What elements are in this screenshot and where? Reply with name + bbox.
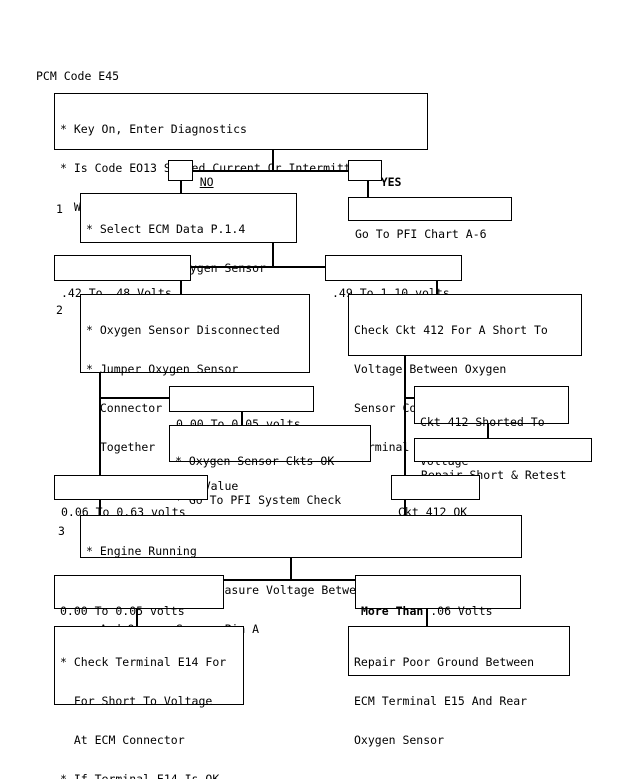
node-oxygen-ckts-ok-line-1: * Oxygen Sensor Ckts OK bbox=[175, 454, 335, 468]
node-start: * Key On, Enter Diagnostics * Is Code EO… bbox=[54, 93, 428, 214]
node-check-terminal-e14-line-2: For Short To Voltage bbox=[60, 694, 213, 708]
no-label: NO bbox=[199, 175, 214, 189]
connector-result-high-stem bbox=[426, 609, 428, 626]
node-check-ckt-412-line-1: Check Ckt 412 For A Short To bbox=[354, 323, 548, 337]
node-ckt-412-shorted-line-1: Ckt 412 Shorted To bbox=[420, 415, 545, 429]
node-result-low: 0.00 To 0.05 volts Positive Or Negative bbox=[54, 575, 224, 657]
node-ckt-412-ok: Ckt 412 OK bbox=[391, 475, 480, 519]
node-check-ckt-412-line-2: Voltage Between Oxygen bbox=[354, 362, 507, 376]
node-check-ckt-412: Check Ckt 412 For A Short To Voltage Bet… bbox=[348, 294, 582, 454]
connector-no-yes-bus bbox=[192, 170, 348, 172]
node-repair-poor-ground-line-2: ECM Terminal E15 And Rear bbox=[354, 694, 528, 708]
node-range-42-48: .42 To .48 Volts bbox=[54, 255, 191, 300]
step-1-number: 1 bbox=[56, 202, 63, 216]
result-high-rest: .06 Volts bbox=[423, 604, 493, 618]
node-range-49-110: .49 To 1.10 volts bbox=[325, 255, 462, 300]
node-check-terminal-e14-line-4: * If Terminal E14 Is OK, bbox=[60, 772, 227, 779]
connector-005-stem bbox=[241, 412, 243, 425]
connector-step2-branch-1 bbox=[99, 397, 169, 399]
node-result-high-line-1: More Than .06 Volts bbox=[361, 605, 515, 618]
go-to-pfi-chart-label: Go To PFI Chart A-6 bbox=[355, 227, 487, 241]
node-oxygen-ckts-ok-line-2: * Go To PFI System Check bbox=[175, 493, 342, 507]
result-high-bold-prefix: More Than bbox=[361, 604, 424, 618]
connector-step1-stem bbox=[272, 243, 274, 267]
node-range-000-005: 0.00 To 0.05 volts bbox=[169, 386, 314, 431]
node-check-terminal-e14-line-1: * Check Terminal E14 For bbox=[60, 655, 227, 669]
node-no-branch: NO bbox=[168, 160, 214, 189]
connector-start-stem bbox=[272, 149, 274, 171]
node-step-1: * Select ECM Data P.1.4 * Disconnect Oxy… bbox=[80, 193, 297, 314]
node-check-terminal-e14-line-3: At ECM Connector bbox=[60, 733, 185, 747]
node-go-to-pfi-chart: Go To PFI Chart A-6 bbox=[348, 197, 512, 241]
yes-label: YES bbox=[380, 175, 402, 189]
node-step-2-line-2: * Jumper Oxygen Sensor bbox=[86, 362, 239, 376]
node-step-2-line-4: Together bbox=[86, 440, 156, 454]
node-check-terminal-e14: * Check Terminal E14 For For Short To Vo… bbox=[54, 626, 244, 779]
connector-ckt412ok-stem bbox=[404, 500, 406, 515]
connector-42-stem bbox=[180, 281, 182, 294]
node-start-line-1: * Key On, Enter Diagnostics bbox=[60, 122, 247, 136]
connector-yes-stem bbox=[367, 181, 369, 198]
connector-no-stem bbox=[180, 181, 182, 198]
connector-result-bus bbox=[136, 579, 426, 581]
node-range-006-063: 0.06 To 0.63 volts bbox=[54, 475, 208, 519]
node-step-2: * Oxygen Sensor Disconnected * Jumper Ox… bbox=[80, 294, 310, 493]
connector-063-stem bbox=[99, 500, 101, 515]
page-title: PCM Code E45 bbox=[36, 69, 120, 83]
connector-checkckt-branch bbox=[404, 397, 414, 399]
node-step-3-line-1: * Engine Running bbox=[86, 544, 197, 558]
node-step-3: * Engine Running * By Backprobing, Measu… bbox=[80, 515, 522, 636]
node-repair-poor-ground-line-3: Oxygen Sensor bbox=[354, 733, 445, 747]
node-step-2-line-1: * Oxygen Sensor Disconnected bbox=[86, 323, 280, 337]
step-2-number: 2 bbox=[56, 303, 63, 317]
connector-shorted-stem bbox=[487, 424, 489, 438]
step-3-number: 3 bbox=[58, 524, 65, 538]
connector-checkckt-trunk bbox=[404, 356, 406, 483]
connector-step2-trunk bbox=[99, 373, 101, 483]
node-repair-short-retest: Repair Short & Retest bbox=[414, 438, 592, 482]
connector-step3-stem bbox=[290, 558, 292, 580]
node-repair-poor-ground-line-1: Repair Poor Ground Between bbox=[354, 655, 535, 669]
node-result-high: More Than .06 Volts Positive Or Negative bbox=[355, 575, 521, 657]
node-oxygen-ckts-ok: * Oxygen Sensor Ckts OK * Go To PFI Syst… bbox=[169, 425, 371, 507]
node-repair-poor-ground: Repair Poor Ground Between ECM Terminal … bbox=[348, 626, 570, 747]
connector-49-stem bbox=[436, 281, 438, 294]
connector-volt-bus-1 bbox=[180, 266, 380, 268]
connector-result-low-stem bbox=[136, 609, 138, 626]
node-yes-branch: YES bbox=[348, 160, 401, 189]
node-step-1-line-1: * Select ECM Data P.1.4 bbox=[86, 222, 246, 236]
node-result-low-line-1: 0.00 To 0.05 volts bbox=[60, 604, 185, 618]
node-ckt-412-shorted: Ckt 412 Shorted To Voltage bbox=[414, 386, 569, 468]
